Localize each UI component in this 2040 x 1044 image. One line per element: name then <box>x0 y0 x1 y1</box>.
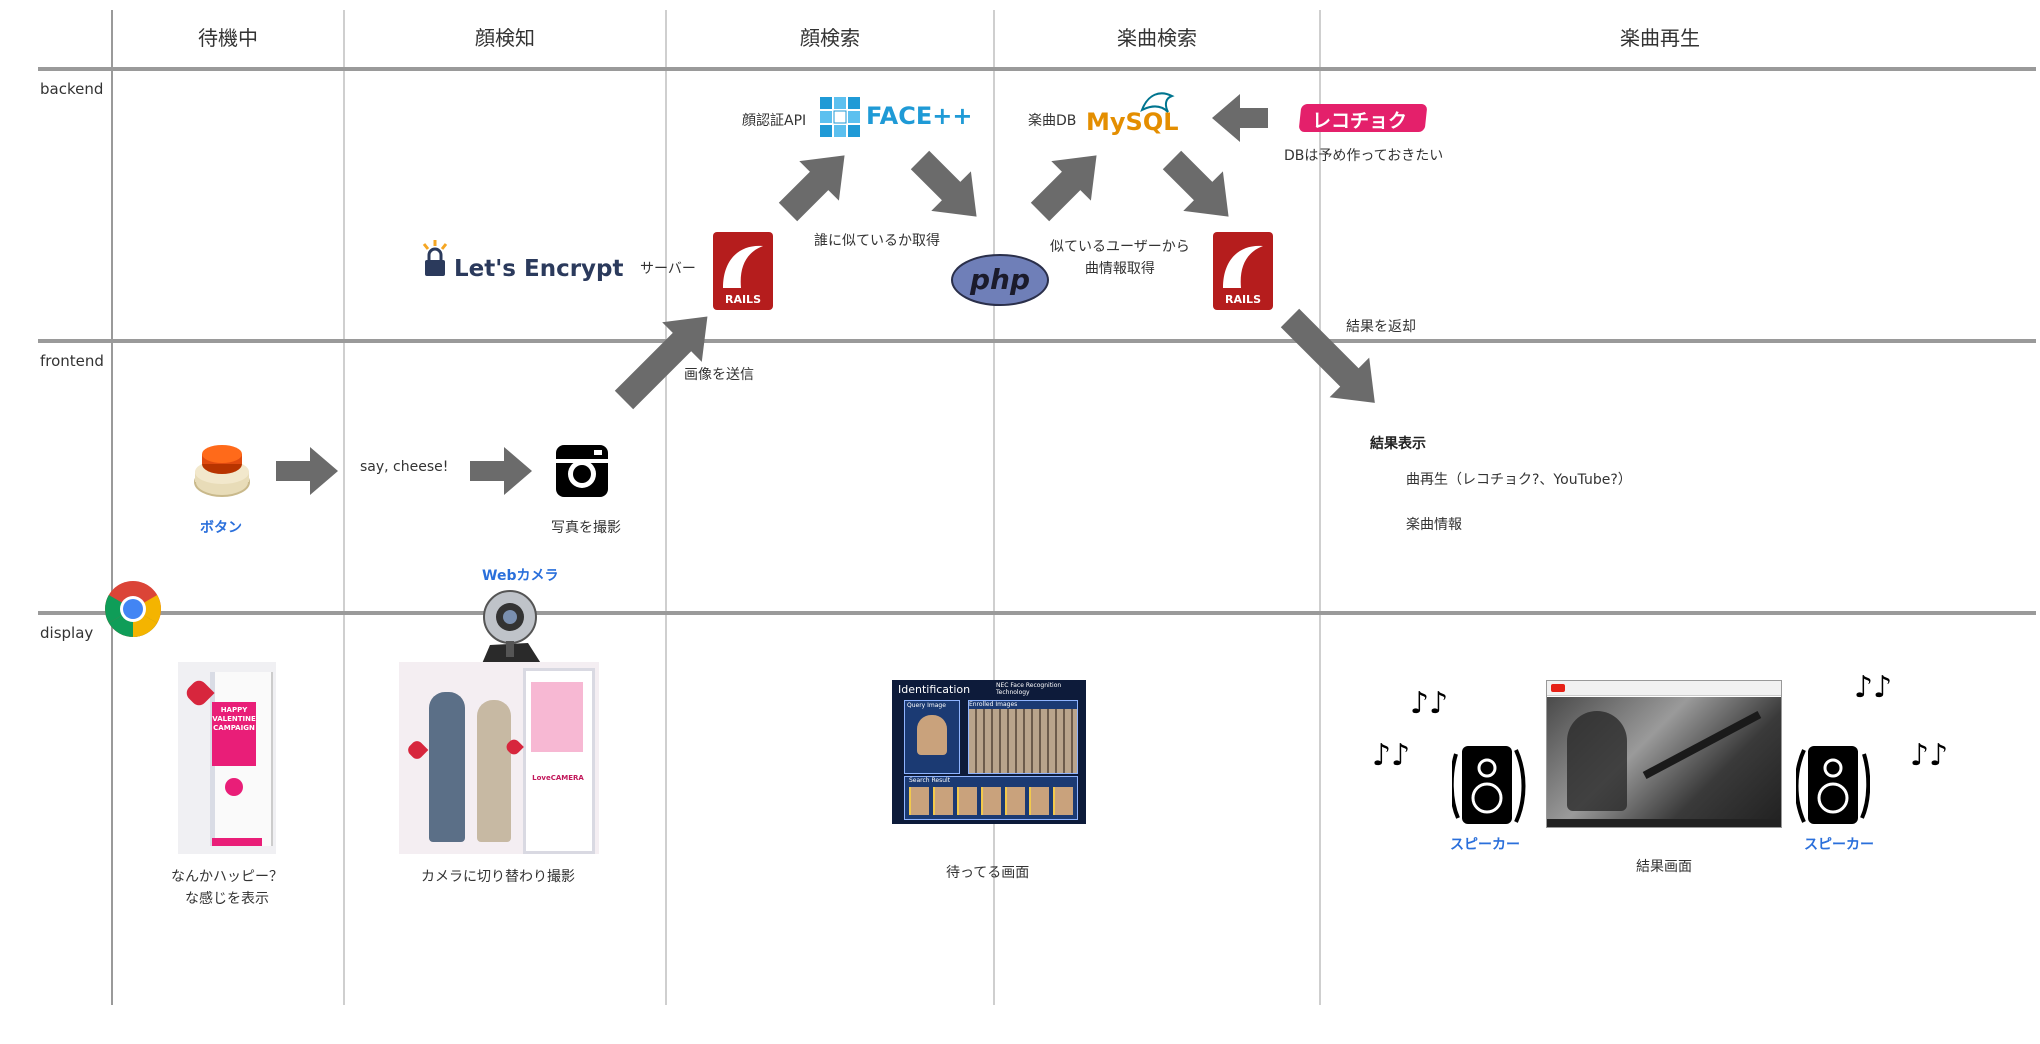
webcam-label: Webカメラ <box>482 568 559 584</box>
camera-caption: カメラに切り替わり撮影 <box>421 869 575 885</box>
similar-label: 誰に似ているか取得 <box>814 233 940 249</box>
column-header-music-search: 楽曲検索 <box>1117 26 1197 50</box>
speaker-label-left: スピーカー <box>1450 837 1520 853</box>
idle-caption: なんかハッピー？ な感じを表示 <box>171 869 283 907</box>
arrow-rails-to-face <box>778 155 845 222</box>
speaker-icon-right <box>1796 746 1870 824</box>
camera-scene-image: LoveCAMERA <box>399 662 599 854</box>
result-item-play: 曲再生（レコチョク?、YouTube?） <box>1406 472 1632 488</box>
arrow-php-to-mysql <box>1030 155 1097 222</box>
music-note-icon-2: ♪♪ <box>1372 738 1411 773</box>
rails-logo-result: RAILS <box>1213 232 1273 310</box>
music-note-icon-3: ♪♪ <box>1854 670 1893 705</box>
rails-logo-server: RAILS <box>713 232 773 310</box>
speaker-label-right: スピーカー <box>1804 837 1874 853</box>
rails-text-2: RAILS <box>1225 293 1261 306</box>
server-label: サーバー <box>640 261 696 277</box>
query-image-label: Query Image <box>907 702 946 709</box>
arrow-return-result <box>1280 308 1375 403</box>
return-label: 結果を返却 <box>1346 319 1416 335</box>
camera-icon <box>556 445 608 497</box>
music-note-icon-1: ♪♪ <box>1410 686 1449 721</box>
column-header-face-search: 顔検索 <box>800 26 860 50</box>
column-header-face-detect: 顔検知 <box>475 26 535 50</box>
music-note-icon-4: ♪♪ <box>1910 738 1949 773</box>
waiting-caption: 待ってる画面 <box>946 865 1030 881</box>
face-plus-plus-icon <box>820 97 860 137</box>
result-caption: 結果画面 <box>1636 859 1692 875</box>
result-title: 結果表示 <box>1370 436 1426 452</box>
send-image-label: 画像を送信 <box>684 367 754 383</box>
arrow-mysql-to-rails <box>1162 150 1229 217</box>
enrolled-label: Enrolled Images <box>969 701 1077 709</box>
result-video-screen <box>1546 680 1782 828</box>
php-logo: php <box>969 263 1030 296</box>
lane-label-display: display <box>40 624 94 642</box>
idle-kiosk-image: HAPPY VALENTINE CAMPAIGN <box>178 662 276 854</box>
arrow-send-image <box>614 316 708 410</box>
face-plus-plus-logo: FACE++ <box>866 102 973 130</box>
song-info-label: 似ているユーザーから 曲情報取得 <box>1050 239 1190 277</box>
letsencrypt-logo: Let's Encrypt <box>454 256 624 282</box>
mysql-dolphin-icon <box>1140 92 1175 113</box>
identification-screen: Identification NEC Face Recognition Tech… <box>892 680 1086 824</box>
lock-icon <box>422 240 448 276</box>
db-note: DBは予め作っておきたい <box>1284 148 1444 164</box>
lane-label-backend: backend <box>40 80 104 98</box>
lane-label-frontend: frontend <box>40 352 104 370</box>
music-db-label: 楽曲DB <box>1028 113 1077 129</box>
camera-kiosk-text: LoveCAMERA <box>532 774 584 782</box>
arrow-recochoku-to-mysql <box>1212 94 1268 142</box>
say-cheese-label: say, cheese! <box>360 459 449 475</box>
mysql-logo: MySQL <box>1086 108 1179 136</box>
photo-label: 写真を撮影 <box>551 520 621 536</box>
chrome-icon <box>105 581 161 637</box>
button-label: ボタン <box>200 520 242 536</box>
recochoku-logo: レコチョク <box>1312 110 1408 132</box>
php-logo-shape: php <box>951 254 1049 306</box>
identification-header: NEC Face Recognition Technology <box>996 682 1062 696</box>
column-header-waiting: 待機中 <box>198 26 258 50</box>
face-api-label: 顔認証API <box>742 113 807 129</box>
push-button-icon <box>194 445 250 497</box>
rails-text-1: RAILS <box>725 293 761 306</box>
result-item-info: 楽曲情報 <box>1406 517 1462 533</box>
arrow-face-to-php <box>910 150 977 217</box>
arrow-cheese-to-camera <box>470 447 532 495</box>
identification-title: Identification <box>898 683 971 696</box>
kiosk-campaign-text: HAPPY VALENTINE CAMPAIGN <box>212 706 256 732</box>
search-result-label: Search Result <box>909 777 951 784</box>
arrow-button-to-cheese <box>276 447 338 495</box>
speaker-icon-left <box>1452 746 1526 824</box>
column-header-music-play: 楽曲再生 <box>1620 26 1700 50</box>
